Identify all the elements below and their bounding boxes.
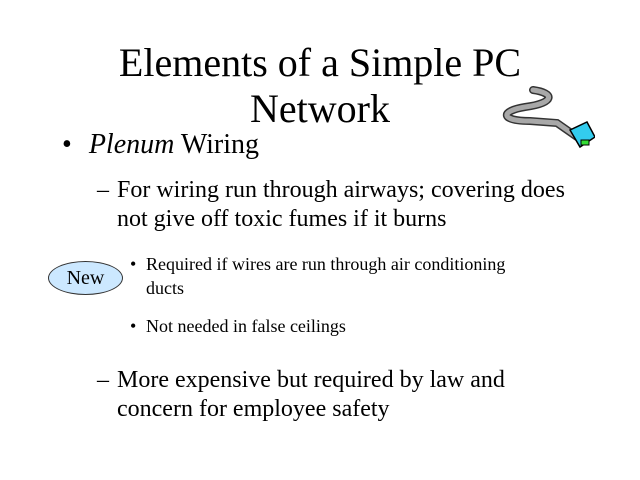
bullet-plenum-wiring: • Plenum Wiring (62, 129, 259, 161)
slide-title-line2: Network (250, 86, 390, 131)
slide-title-line1: Elements of a Simple PC (118, 40, 522, 85)
sub-sub-item-1-line1: Required if wires are run through air co… (146, 254, 506, 274)
dash-glyph: – (97, 177, 109, 203)
sub-sub-item-2: Not needed in false ceilings (146, 316, 346, 336)
sub-bullet-1-line2: not give off toxic fumes if it burns (117, 206, 447, 232)
bullet-text: Wiring (174, 129, 260, 160)
dash-glyph: – (97, 367, 109, 393)
bullet-glyph: • (130, 316, 137, 336)
new-callout: New (48, 261, 123, 295)
sub-sub-item-1-line2: ducts (146, 278, 184, 298)
sub-bullet-2-line2: concern for employee safety (117, 396, 390, 422)
bullet-glyph: • (62, 129, 72, 160)
bullet-glyph: • (130, 254, 137, 274)
bullet-italic-text: Plenum (88, 129, 175, 160)
sub-bullet-1-line1: For wiring run through airways; covering… (117, 177, 565, 203)
sub-bullet-2-line1: More expensive but required by law and (117, 367, 505, 393)
network-cable-icon (502, 86, 595, 149)
